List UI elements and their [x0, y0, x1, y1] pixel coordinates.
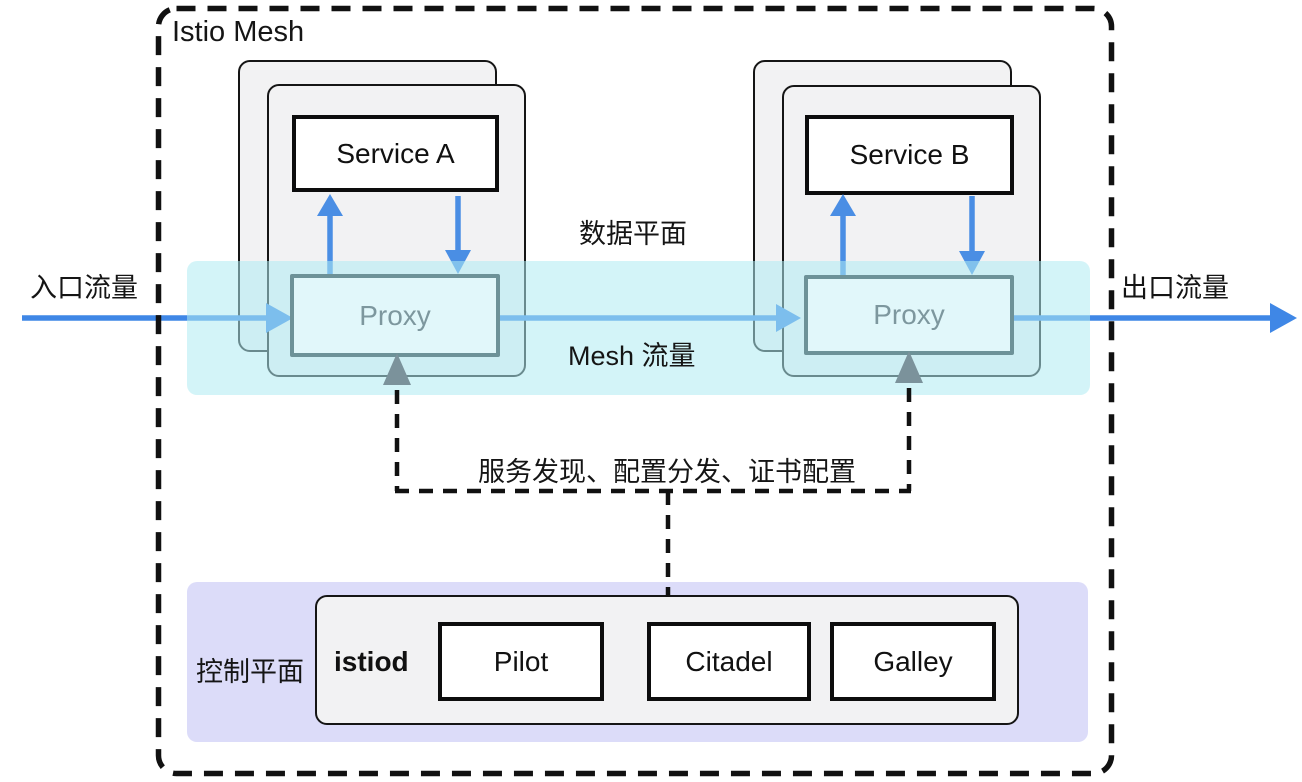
mesh-traffic-label: Mesh 流量: [568, 341, 696, 371]
service-a-label: Service A: [336, 137, 455, 169]
citadel-label: Citadel: [685, 645, 773, 677]
pilot-label: Pilot: [493, 645, 549, 677]
egress-arrowhead-icon: [1270, 303, 1297, 333]
proxy-b-box: Proxy: [804, 275, 1014, 355]
control-plane-label: 控制平面: [196, 657, 304, 687]
galley-box: Galley: [830, 622, 996, 701]
istio-mesh-title: Istio Mesh: [172, 16, 305, 48]
data-plane-label: 数据平面: [579, 219, 687, 249]
service-a-box: Service A: [292, 115, 499, 192]
proxy-b-label: Proxy: [873, 299, 945, 330]
config-line-label: 服务发现、配置分发、证书配置: [478, 457, 856, 487]
egress-traffic-label: 出口流量: [1121, 273, 1229, 303]
service-b-box: Service B: [805, 115, 1014, 195]
citadel-box: Citadel: [647, 622, 811, 701]
proxy-a-label: Proxy: [359, 299, 431, 331]
istiod-label: istiod: [334, 645, 409, 677]
galley-label: Galley: [873, 645, 953, 677]
service-b-label: Service B: [849, 139, 970, 170]
ingress-traffic-label: 入口流量: [30, 273, 138, 303]
proxy-a-box: Proxy: [290, 274, 500, 357]
pilot-box: Pilot: [438, 622, 604, 701]
config-dashed-lines: [394, 388, 912, 597]
